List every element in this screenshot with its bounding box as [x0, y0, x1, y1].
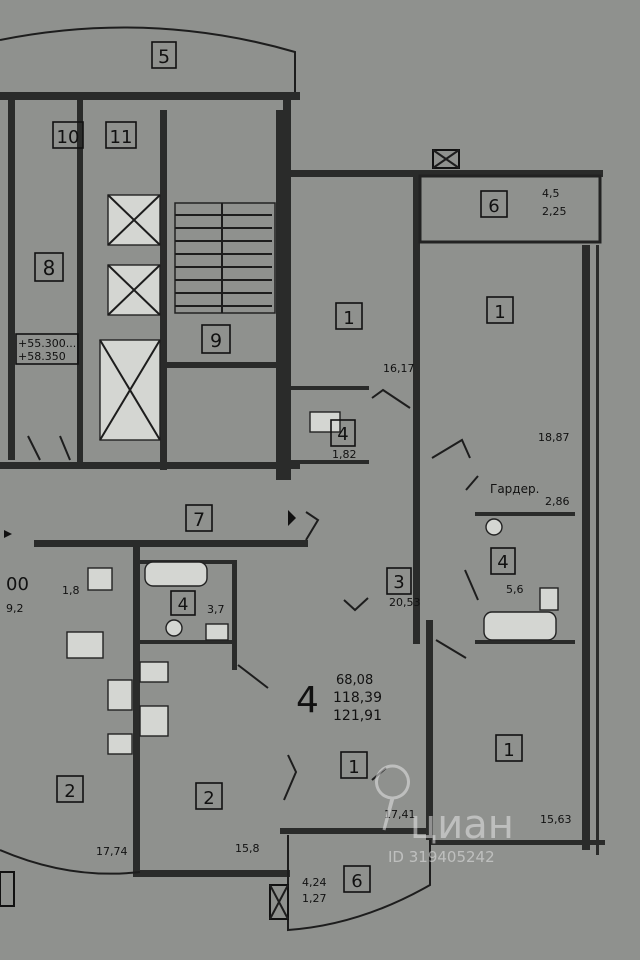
entry-arrow-icon: [288, 510, 296, 526]
room-code: 11: [110, 127, 133, 148]
watermark: циан ID 319405242: [375, 764, 514, 866]
neighbor-area: 9,2: [6, 602, 24, 615]
apartment-summary: 4 68,08 118,39 121,91: [296, 673, 382, 724]
total-area: 118,39: [333, 690, 382, 706]
living-area: 68,08: [336, 673, 373, 688]
room-area: 18,87: [538, 431, 570, 444]
room-code: 4: [497, 552, 508, 573]
elevators: [99, 194, 161, 441]
watermark-id: ID 319405242: [388, 848, 495, 866]
room-area: 17,41: [384, 808, 416, 821]
room-area: 5,6: [506, 583, 524, 596]
room-code: 8: [43, 256, 56, 280]
balcony-curve-top: [0, 26, 296, 100]
entry-arrow-left-icon: [4, 530, 12, 538]
room-code: 2: [203, 788, 214, 809]
room-area: 1,8: [62, 584, 80, 597]
loggia-bottom-outline: [287, 835, 431, 932]
room-area: 4,5: [542, 187, 560, 200]
room-code: 1: [494, 302, 505, 323]
room-code: 1: [343, 308, 354, 329]
room-areas: 4,5 2,25 16,17 18,87 1,82 20,53 5,6 3,7 …: [62, 187, 572, 905]
walls: [0, 92, 605, 877]
loggia-top-outline: [418, 174, 602, 244]
room-code: 6: [351, 871, 362, 892]
room-code: 7: [193, 509, 205, 531]
stairs: [174, 202, 276, 314]
fixtures: [66, 411, 559, 755]
room-area: 1,27: [302, 892, 327, 905]
room-code: 5: [158, 46, 170, 68]
room-area: 4,24: [302, 876, 327, 889]
room-codes: 5 10 11 8 9 7 6 1 1 4 3 4 4 2 1 1 6 2: [43, 46, 515, 892]
total-area-with-balconies: 121,91: [333, 708, 382, 724]
room-code: 6: [488, 196, 499, 217]
watermark-brand: циан: [410, 802, 514, 848]
room-code: 2: [64, 781, 75, 802]
room-area: 17,74: [96, 845, 128, 858]
room-code: 4: [178, 595, 189, 615]
room-area: 16,17: [383, 362, 415, 375]
neighbor-apt-number: 00: [6, 574, 29, 595]
room-code: 10: [57, 127, 80, 148]
wardrobe-label: Гардер.: [490, 482, 539, 496]
room-area: 1,82: [332, 448, 357, 461]
room-code: 1: [503, 740, 514, 761]
vent-icon: [0, 149, 460, 920]
room-area: 15,63: [540, 813, 572, 826]
map-pin-icon: [375, 764, 410, 831]
room-area: 15,8: [235, 842, 260, 855]
doors: [27, 388, 479, 801]
elevation-mark: +58.350: [18, 350, 66, 363]
room-code-boxes: [15, 41, 523, 893]
curve-bottom-left: [0, 849, 141, 875]
room-code: 1: [348, 757, 359, 778]
room-area: 20,53: [389, 596, 421, 609]
elevation-mark: +55.300...: [18, 337, 76, 350]
room-area: 3,7: [207, 603, 225, 616]
room-area: 2,25: [542, 205, 567, 218]
room-code: 9: [210, 330, 222, 352]
apartment-number: 4: [296, 680, 319, 721]
room-code: 3: [393, 572, 404, 593]
room-code: 4: [337, 424, 348, 445]
wardrobe-area: 2,86: [545, 495, 570, 508]
